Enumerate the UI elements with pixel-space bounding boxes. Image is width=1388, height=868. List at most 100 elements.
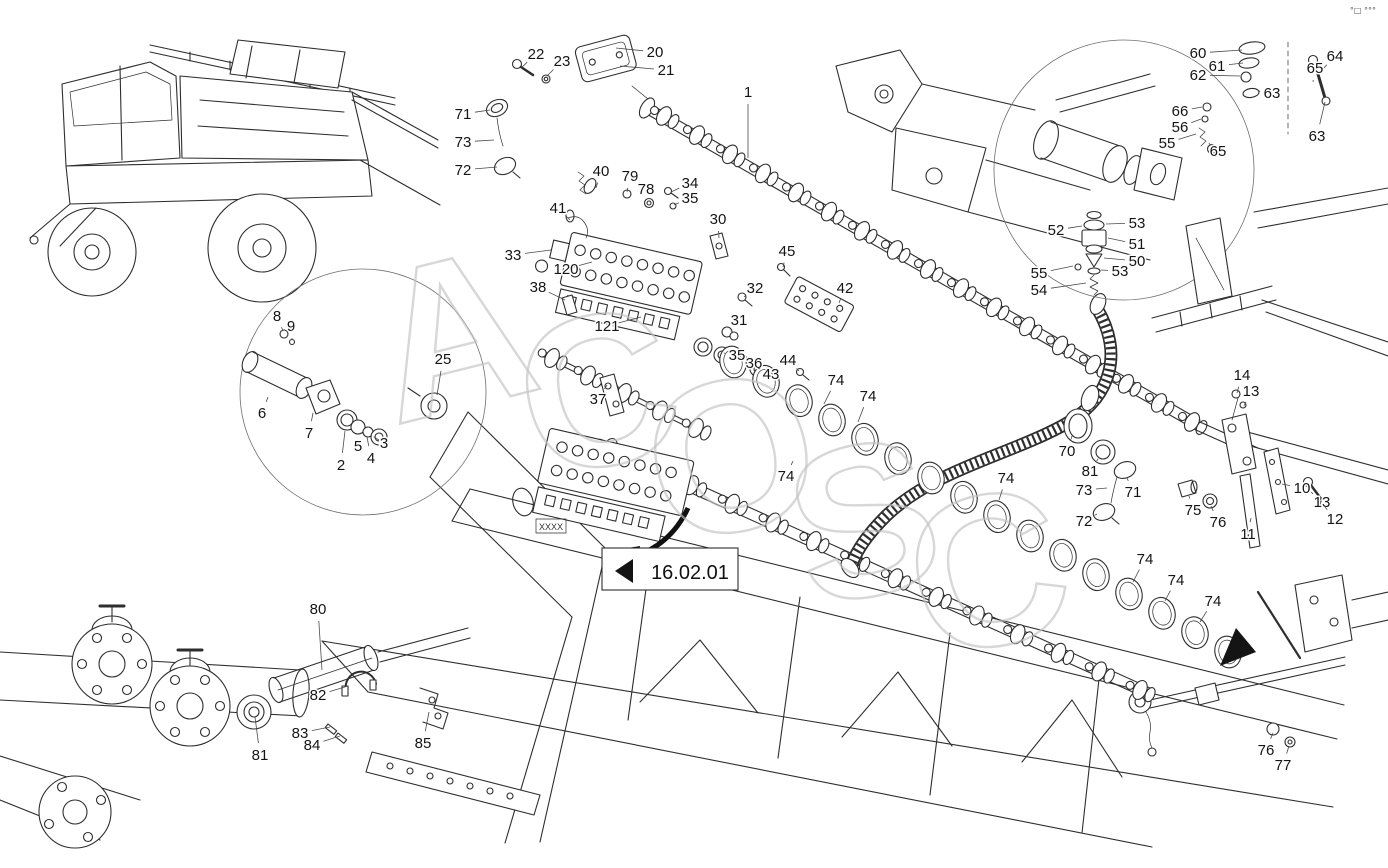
leader-line — [1270, 732, 1274, 740]
callout-82: 82 — [310, 687, 327, 704]
callout-37: 37 — [590, 391, 607, 408]
callout-8: 8 — [273, 308, 281, 325]
leader-line — [1132, 569, 1140, 583]
leader-line — [566, 216, 571, 221]
leader-line — [626, 187, 629, 193]
reference-code: 16.02.01 — [651, 562, 729, 584]
leader-line — [373, 436, 380, 441]
leader-line — [546, 69, 554, 77]
leader-line — [436, 370, 442, 396]
repeated-part — [1111, 574, 1147, 614]
leader-line — [366, 436, 370, 447]
callout-74: 74 — [778, 468, 795, 485]
callout-73: 73 — [455, 134, 472, 151]
leader-line — [1281, 483, 1291, 486]
solid-arrow-icon — [1220, 628, 1256, 666]
leader-line — [474, 139, 495, 142]
callout-42: 42 — [837, 280, 854, 297]
callout-13: 13 — [1243, 383, 1260, 400]
callout-9: 9 — [287, 318, 295, 335]
leader-line — [790, 460, 794, 466]
callout-33: 33 — [505, 247, 522, 264]
callout-62: 62 — [1190, 67, 1207, 84]
repeated-part — [1177, 613, 1213, 653]
leader-line — [323, 735, 341, 742]
leader-line — [318, 620, 323, 671]
leader-line — [1188, 495, 1191, 499]
callout-120: 120 — [553, 261, 578, 278]
manifold-block-lower — [532, 428, 695, 543]
callout-121: 121 — [594, 318, 619, 335]
left-detail-circle — [239, 268, 487, 516]
callout-53: 53 — [1129, 215, 1146, 232]
leader-line — [1324, 506, 1328, 511]
leader-line — [857, 407, 865, 423]
repeated-part — [1078, 555, 1114, 595]
callout-83: 83 — [292, 725, 309, 742]
callout-84: 84 — [304, 737, 321, 754]
leader-line — [1249, 517, 1252, 523]
callout-41: 41 — [550, 200, 567, 217]
leader-line — [254, 716, 259, 744]
leader-line — [1070, 435, 1073, 440]
callout-63: 63 — [1309, 128, 1326, 145]
callout-85: 85 — [415, 735, 432, 752]
repeated-part — [1041, 328, 1079, 363]
callout-55: 55 — [1031, 265, 1048, 282]
leader-line — [1243, 401, 1247, 407]
callout-12: 12 — [1327, 511, 1344, 528]
callout-73: 73 — [1076, 482, 1093, 499]
leader-line — [998, 489, 1003, 501]
leader-line — [311, 412, 314, 422]
manifold-block-upper — [535, 232, 703, 341]
callout-20: 20 — [647, 44, 664, 61]
leader-line — [1094, 513, 1098, 516]
callout-72: 72 — [1076, 513, 1093, 530]
leader-line — [1105, 223, 1126, 225]
leader-line — [670, 187, 680, 193]
reference-box[interactable]: 16.02.01 — [601, 547, 739, 591]
leader-line — [524, 249, 552, 254]
leader-line — [730, 329, 733, 332]
leader-line — [1095, 487, 1108, 490]
callout-30: 30 — [710, 211, 727, 228]
callout-5: 5 — [354, 438, 362, 455]
callout-74: 74 — [1137, 551, 1154, 568]
callout-32: 32 — [747, 280, 764, 297]
callout-22: 22 — [528, 46, 545, 63]
leader-line — [1191, 106, 1203, 110]
callout-64: 64 — [1327, 48, 1344, 65]
callout-10: 10 — [1294, 480, 1311, 497]
callout-70: 70 — [1059, 443, 1076, 460]
leader-line — [673, 202, 680, 206]
leader-line — [1050, 265, 1074, 271]
leader-line — [1067, 225, 1083, 229]
callout-76: 76 — [1258, 742, 1275, 759]
callout-78: 78 — [638, 181, 655, 198]
leader-line — [823, 390, 831, 405]
cap-and-chain-upper — [485, 98, 521, 179]
leader-line — [838, 298, 841, 304]
callout-52: 52 — [1048, 222, 1065, 239]
callout-66: 66 — [1172, 103, 1189, 120]
callout-81: 81 — [252, 747, 269, 764]
callout-11: 11 — [1240, 526, 1256, 543]
callout-71: 71 — [455, 106, 472, 123]
back-reference-icon — [615, 559, 633, 583]
callout-60: 60 — [1190, 45, 1207, 62]
corner-marks: °□ °°° — [1350, 6, 1376, 15]
fittings-upper — [565, 171, 679, 239]
callout-74: 74 — [998, 470, 1015, 487]
leader-line — [1210, 505, 1214, 512]
callout-54: 54 — [1031, 282, 1048, 299]
leader-line — [1050, 282, 1087, 289]
leader-line — [311, 726, 331, 731]
leader-line — [618, 316, 642, 324]
callout-21: 21 — [658, 62, 675, 79]
callout-34: 34 — [682, 175, 699, 192]
callout-65: 65 — [1307, 60, 1324, 77]
leader-line — [1107, 237, 1126, 242]
callout-31: 31 — [731, 312, 748, 329]
callout-72: 72 — [455, 162, 472, 179]
